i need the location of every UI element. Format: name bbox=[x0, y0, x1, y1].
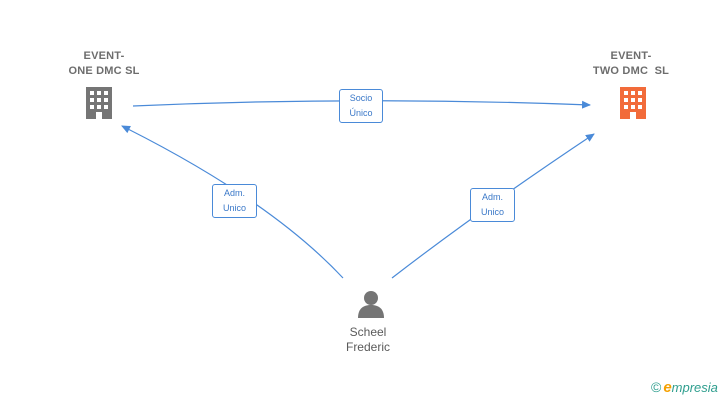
brand-watermark: ©empresia bbox=[651, 379, 718, 396]
edge-label-adm-left-line1: Adm. bbox=[223, 188, 245, 198]
brand-name: mpresia bbox=[671, 380, 718, 395]
edge-label-socio: Socio Único bbox=[339, 89, 383, 123]
building-icon[interactable] bbox=[618, 86, 648, 120]
person-name: Scheel Frederic bbox=[318, 325, 418, 355]
edge-label-socio-line2: Único bbox=[349, 108, 373, 118]
edge-label-adm-right-line2: Unico bbox=[480, 207, 504, 217]
building-icon[interactable] bbox=[84, 86, 114, 120]
edge-label-adm-left-line2: Unico bbox=[222, 203, 246, 213]
edge-label-adm-right: Adm. Unico bbox=[470, 188, 515, 222]
brand-e: e bbox=[663, 379, 672, 396]
company-one-name-line2: ONE DMC SL bbox=[68, 65, 140, 77]
edge-label-adm-left: Adm. Unico bbox=[212, 184, 257, 218]
company-two-name: EVENT- TWO DMC SL bbox=[571, 49, 691, 79]
person-icon[interactable] bbox=[357, 290, 385, 318]
edge-label-adm-right-line1: Adm. bbox=[481, 192, 503, 202]
company-two-name-line1: EVENT- bbox=[610, 50, 652, 62]
copyright-icon: © bbox=[651, 379, 662, 395]
person-name-line1: Scheel bbox=[349, 325, 387, 339]
company-one-name-line1: EVENT- bbox=[83, 50, 125, 62]
person-name-line2: Frederic bbox=[345, 340, 390, 354]
company-two-name-line2: TWO DMC SL bbox=[592, 65, 670, 77]
company-one-name: EVENT- ONE DMC SL bbox=[44, 49, 164, 79]
edge-label-socio-line1: Socio bbox=[349, 93, 373, 103]
